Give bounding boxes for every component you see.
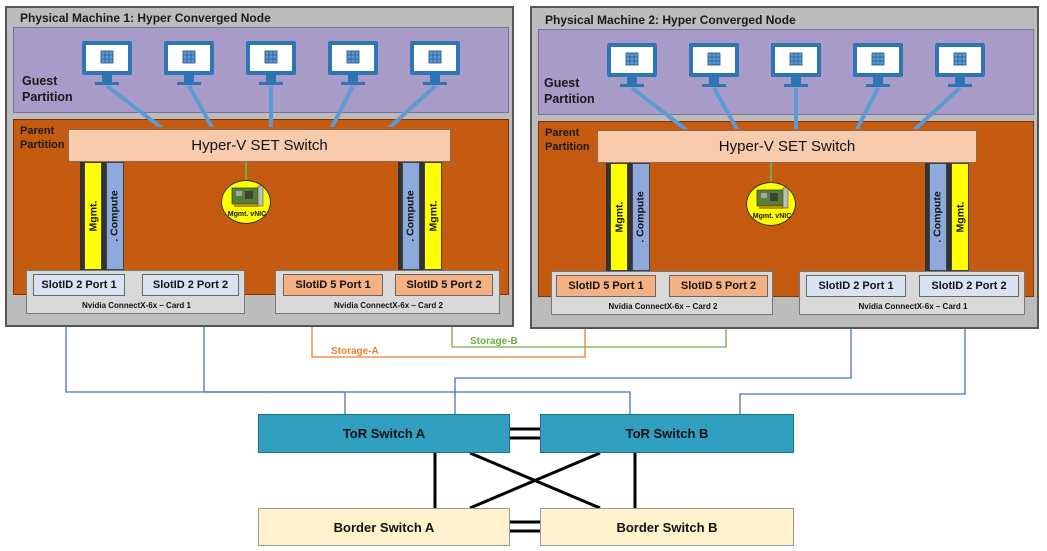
machine-2-port-slot5-port1[interactable]: SlotID 5 Port 1 [556, 275, 656, 297]
border-switch-b[interactable]: Border Switch B [540, 508, 794, 546]
machine-2-right-compute-bar: . Compute [929, 163, 947, 271]
machine-1-right-compute-bar: . Compute [402, 162, 420, 270]
vm-monitor-icon [327, 40, 379, 86]
tor-switch-b[interactable]: ToR Switch B [540, 414, 794, 453]
machine-1-set-switch: Hyper-V SET Switch [68, 129, 451, 162]
machine-2-set-switch: Hyper-V SET Switch [597, 130, 977, 163]
machine-1-left-mgmt-bar: Mgmt. [84, 162, 102, 270]
vm-monitor-icon [245, 40, 297, 86]
machine-2-title: Physical Machine 2: Hyper Converged Node [545, 13, 796, 27]
machine-1-title: Physical Machine 1: Hyper Converged Node [20, 11, 271, 25]
machine-2-left-compute-bar: . Compute [632, 163, 650, 271]
uplink-m1-slot2-port2 [203, 298, 631, 414]
machine-2-port-slot2-port1[interactable]: SlotID 2 Port 1 [806, 275, 906, 297]
machine-1-left-bar-edge [80, 162, 84, 270]
machine-1-right-mgmt-bar: Mgmt. [424, 162, 442, 270]
machine-1-parent-label: Parent Partition [20, 125, 65, 151]
machine-2-left-bar-edge [606, 163, 610, 271]
machine-1-card-right: SlotID 5 Port 1 SlotID 5 Port 2 Nvidia C… [275, 270, 500, 314]
machine-1-guest-label: Guest Partition [22, 74, 73, 104]
machine-2-guest-label: Guest Partition [544, 76, 595, 106]
uplink-m2-slot2-port2 [739, 298, 966, 414]
machine-2-card-left: SlotID 5 Port 1 SlotID 5 Port 2 Nvidia C… [551, 271, 773, 315]
uplink-m2-slot2-port1 [454, 298, 852, 414]
machine-1-vnic-link [245, 162, 247, 182]
machine-2-left-mgmt-bar: Mgmt. [610, 163, 628, 271]
storage-b-label: Storage-B [470, 336, 518, 347]
machine-1-vnic-label: Mgmt. vNIC [227, 211, 267, 218]
machine-1-card-left-label: Nvidia ConnectX-6x – Card 1 [82, 301, 191, 310]
machine-2-vnic-link [770, 163, 772, 183]
machine-2-mgmt-vnic: Mgmt. vNIC [746, 182, 796, 226]
tor-b-border-a [469, 451, 601, 510]
machine-2-parent-label: Parent Partition [545, 127, 590, 153]
machine-2-card-right: SlotID 2 Port 1 SlotID 2 Port 2 Nvidia C… [799, 271, 1025, 315]
vm-monitor-icon [409, 40, 461, 86]
machine-2-right-mgmt-bar: Mgmt. [951, 163, 969, 271]
machine-1-vm-icons [82, 40, 461, 127]
tor-switch-a[interactable]: ToR Switch A [258, 414, 510, 453]
machine-1-card-right-label: Nvidia ConnectX-6x – Card 2 [334, 301, 443, 310]
machine-2-vm-icons [606, 42, 986, 129]
vm-monitor-icon [688, 42, 740, 88]
vm-monitor-icon [770, 42, 822, 88]
machine-2-card-right-label: Nvidia ConnectX-6x – Card 1 [858, 302, 968, 311]
machine-2-right-bar-edge [925, 163, 929, 271]
vm-monitor-icon [934, 42, 986, 88]
machine-1-left-compute-bar: . Compute [106, 162, 124, 270]
vm-monitor-icon [82, 41, 132, 85]
machine-1-port-slot5-port2[interactable]: SlotID 5 Port 2 [395, 274, 493, 296]
nic-card-icon [231, 185, 264, 207]
vm-monitor-icon [852, 42, 904, 88]
machine-2-left-bar-gap [628, 163, 632, 271]
machine-2-right-bar-gap [947, 163, 951, 271]
machine-1-right-bar-gap [420, 162, 424, 270]
machine-1-left-bar-gap [102, 162, 106, 270]
machine-2-vnic-label: Mgmt. vNIC [752, 213, 792, 220]
machine-1-port-slot2-port2[interactable]: SlotID 2 Port 2 [142, 274, 239, 296]
storage-a-label: Storage-A [331, 346, 379, 357]
machine-1-mgmt-vnic: Mgmt. vNIC [221, 180, 271, 224]
machine-1-card-left: SlotID 2 Port 1 SlotID 2 Port 2 Nvidia C… [26, 270, 245, 314]
machine-2-card-left-label: Nvidia ConnectX-6x – Card 2 [608, 302, 718, 311]
machine-1-port-slot2-port1[interactable]: SlotID 2 Port 1 [33, 274, 125, 296]
vm-monitor-icon [606, 42, 658, 88]
machine-1-right-bar-edge [398, 162, 402, 270]
nic-card-icon [756, 187, 789, 209]
machine-2-port-slot2-port2[interactable]: SlotID 2 Port 2 [919, 275, 1019, 297]
machine-2-port-slot5-port2[interactable]: SlotID 5 Port 2 [669, 275, 768, 297]
machine-1-port-slot5-port1[interactable]: SlotID 5 Port 1 [283, 274, 383, 296]
border-switch-a[interactable]: Border Switch A [258, 508, 510, 546]
vm-monitor-icon [163, 40, 215, 86]
